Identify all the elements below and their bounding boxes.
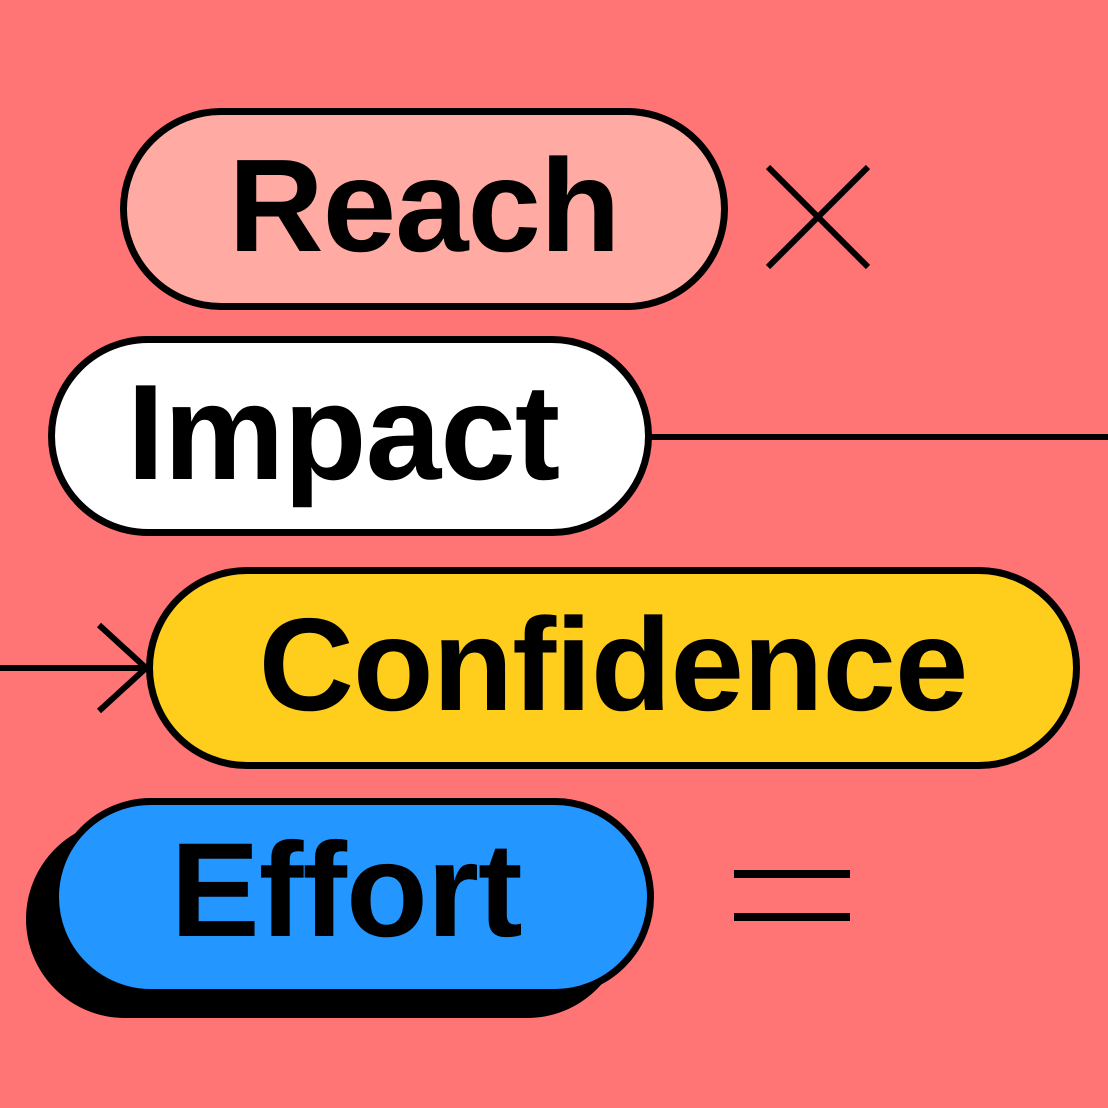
confidence-label: Confidence xyxy=(258,591,969,738)
multiply-icon xyxy=(765,164,871,270)
equals-icon xyxy=(734,870,850,921)
effort-label: Effort xyxy=(170,816,522,965)
impact-label: Impact xyxy=(126,356,560,508)
reach-pill: Reach xyxy=(120,108,728,310)
impact-pill: Impact xyxy=(48,336,652,536)
reach-label: Reach xyxy=(228,132,620,279)
arrow-right-icon xyxy=(0,622,149,714)
effort-pill: Effort xyxy=(52,798,654,996)
confidence-pill: Confidence xyxy=(146,567,1080,769)
